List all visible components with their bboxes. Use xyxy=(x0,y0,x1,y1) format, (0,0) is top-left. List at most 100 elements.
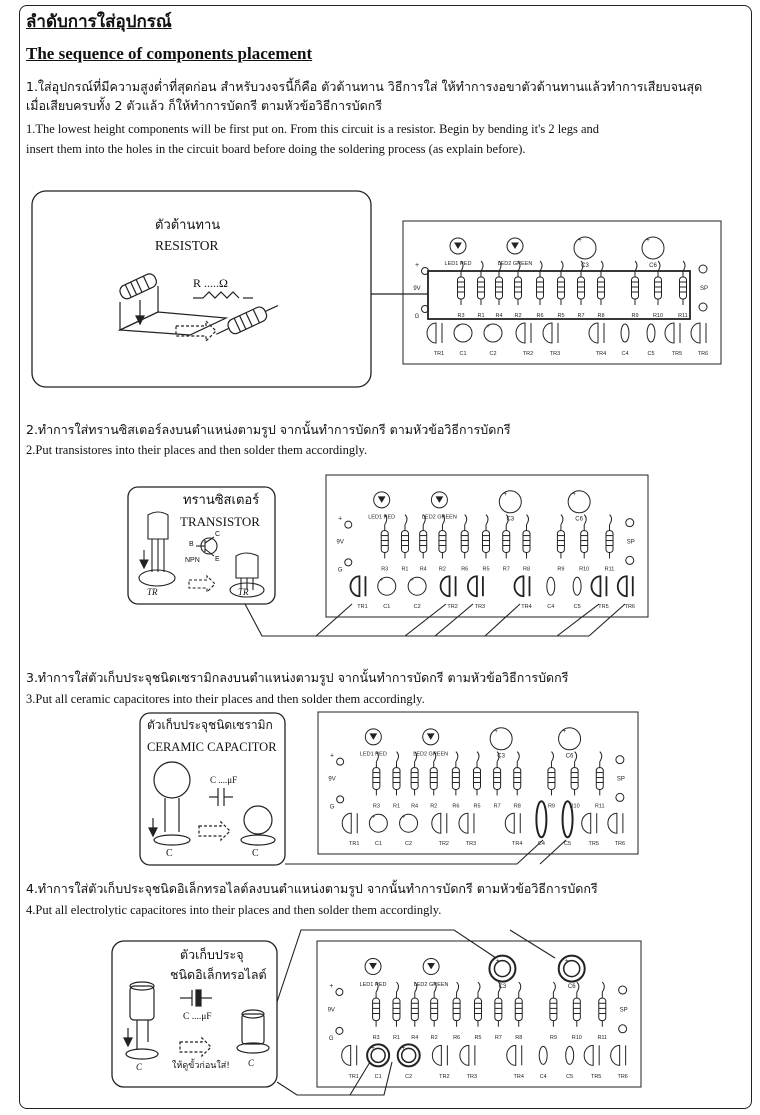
resistor-label: R5 xyxy=(557,313,564,319)
cap-c3 xyxy=(498,490,522,514)
transistor-illustration xyxy=(138,511,265,598)
led1-label: LED1 RED xyxy=(360,982,387,988)
comp-tr6-label: TR6 xyxy=(698,351,708,357)
resistor-box xyxy=(31,190,372,388)
resistor-body xyxy=(580,530,589,553)
resistor-body xyxy=(472,767,481,790)
resistor-bend xyxy=(609,514,613,525)
resistor-bend xyxy=(477,981,481,993)
resistor-label: R1 xyxy=(477,313,484,319)
comp-c5 xyxy=(572,576,582,596)
resistor-body xyxy=(679,276,687,300)
comp-c5-label: C5 xyxy=(574,604,581,610)
led1-label: LED1 RED xyxy=(445,261,472,267)
resistor-body xyxy=(392,997,401,1022)
resistor-bend xyxy=(574,751,578,762)
resistor-label: R6 xyxy=(461,566,468,572)
comp-tr2-label: TR2 xyxy=(523,351,533,357)
ceramic-c-right: C xyxy=(252,848,259,859)
led1-symbol-icon xyxy=(377,496,386,503)
step4-english: 4.Put all electrolytic capacitores into … xyxy=(26,903,442,917)
resistor-body xyxy=(597,276,605,300)
comp-tr3-label: TR3 xyxy=(550,351,560,357)
step4-thai: 4.ทำการใส่ตัวเก็บประจุชนิดอิเล็กทรอไลต์ล… xyxy=(26,881,598,896)
ceramic-arrows xyxy=(285,839,567,865)
resistor-highlight-box xyxy=(427,270,691,320)
resistor-bend xyxy=(552,981,556,993)
comp-c4-label: C4 xyxy=(540,1074,547,1080)
transistor-box xyxy=(127,486,276,605)
comp-tr3-label: TR3 xyxy=(466,841,476,847)
cap-c3 xyxy=(489,727,513,751)
cap-inner xyxy=(562,959,581,978)
cap-c3 xyxy=(488,954,517,983)
comp-c1-plus: + xyxy=(372,814,376,820)
resistor-body xyxy=(654,276,662,300)
comp-tr6 xyxy=(610,1044,621,1066)
cap-plus-sign: + xyxy=(565,958,569,964)
step2-thai: 2.ทำการใส่ทรานซิสเตอร์ลงบนตำแหน่งตามรูป … xyxy=(26,422,511,437)
resistor-bend xyxy=(576,981,580,993)
resistor-label: R9 xyxy=(548,803,555,809)
comp-tr4-label: TR4 xyxy=(521,604,531,610)
comp-tr2 xyxy=(515,322,526,344)
resistor-label: R11 xyxy=(597,1035,607,1041)
transistor-label-english: TRANSISTOR xyxy=(180,514,260,529)
left-plus-label: + xyxy=(330,753,334,760)
pad-sp-top xyxy=(615,755,625,765)
pad-sp-top xyxy=(618,985,628,995)
resistor-bend xyxy=(384,514,388,525)
comp-c1-label: C1 xyxy=(383,604,390,610)
led1-outline xyxy=(364,958,382,976)
resistor-body xyxy=(513,767,522,790)
cap-plus-sign: + xyxy=(496,958,500,964)
resistor-label: R6 xyxy=(536,313,543,319)
electrolytic-label-thai-2: ชนิดอิเล็กทรอไลต์ xyxy=(170,967,267,982)
left-g-label: G xyxy=(415,314,420,320)
resistor-body xyxy=(547,767,556,790)
pin-b: B xyxy=(189,541,194,548)
resistor-label: R1 xyxy=(393,803,400,809)
resistor-bend xyxy=(433,981,437,993)
led1-symbol-icon xyxy=(369,733,378,740)
cap-inner xyxy=(493,959,512,978)
resistor-bend xyxy=(560,514,564,525)
electrolytic-label-thai-1: ตัวเก็บประจุ xyxy=(180,947,244,962)
polarity-note: ให้ดูขั้วก่อนใส่! xyxy=(172,1061,230,1071)
resistor-body xyxy=(514,997,523,1022)
pad-sp-top xyxy=(698,264,708,274)
ceramic-box xyxy=(139,712,286,866)
comp-c5 xyxy=(565,1045,575,1065)
resistor-body xyxy=(457,276,465,300)
led1-label: LED1 RED xyxy=(360,752,387,758)
left-9v-label: 9V xyxy=(328,1007,335,1013)
resistor-bend xyxy=(485,514,489,525)
led1-outline xyxy=(364,728,382,746)
comp-c4 xyxy=(620,323,630,343)
comp-tr3 xyxy=(467,575,478,598)
electrolytic-box xyxy=(111,940,278,1088)
resistor-body xyxy=(570,767,579,790)
step1-thai-line2: เมื่อเสียบครบทั้ง 2 ตัวแล้ว ก็ให้ทำการบั… xyxy=(26,98,383,113)
resistor-label-thai: ตัวต้านทาน xyxy=(155,218,221,233)
comp-tr5-label: TR5 xyxy=(589,841,599,847)
title-english: The sequence of components placement xyxy=(26,44,313,63)
step3-thai: 3.ทำการใส่ตัวเก็บประจุชนิดเซรามิกลงบนตำแ… xyxy=(26,670,569,685)
comp-tr4 xyxy=(504,812,515,834)
comp-tr1 xyxy=(349,575,361,598)
electrolytic-illustration xyxy=(123,981,270,1060)
resistor-label: R7 xyxy=(494,803,501,809)
resistor-label: R4 xyxy=(420,566,427,572)
comp-tr4 xyxy=(513,575,525,598)
resistor-label: R2 xyxy=(430,803,437,809)
page-frame xyxy=(19,5,752,1109)
resistor-label: R6 xyxy=(452,803,459,809)
comp-tr5-label: TR5 xyxy=(672,351,682,357)
resistor-bend xyxy=(496,751,500,762)
resistor-bend xyxy=(580,260,584,272)
resistor-label: R8 xyxy=(597,313,604,319)
cap-c6 xyxy=(557,954,586,983)
